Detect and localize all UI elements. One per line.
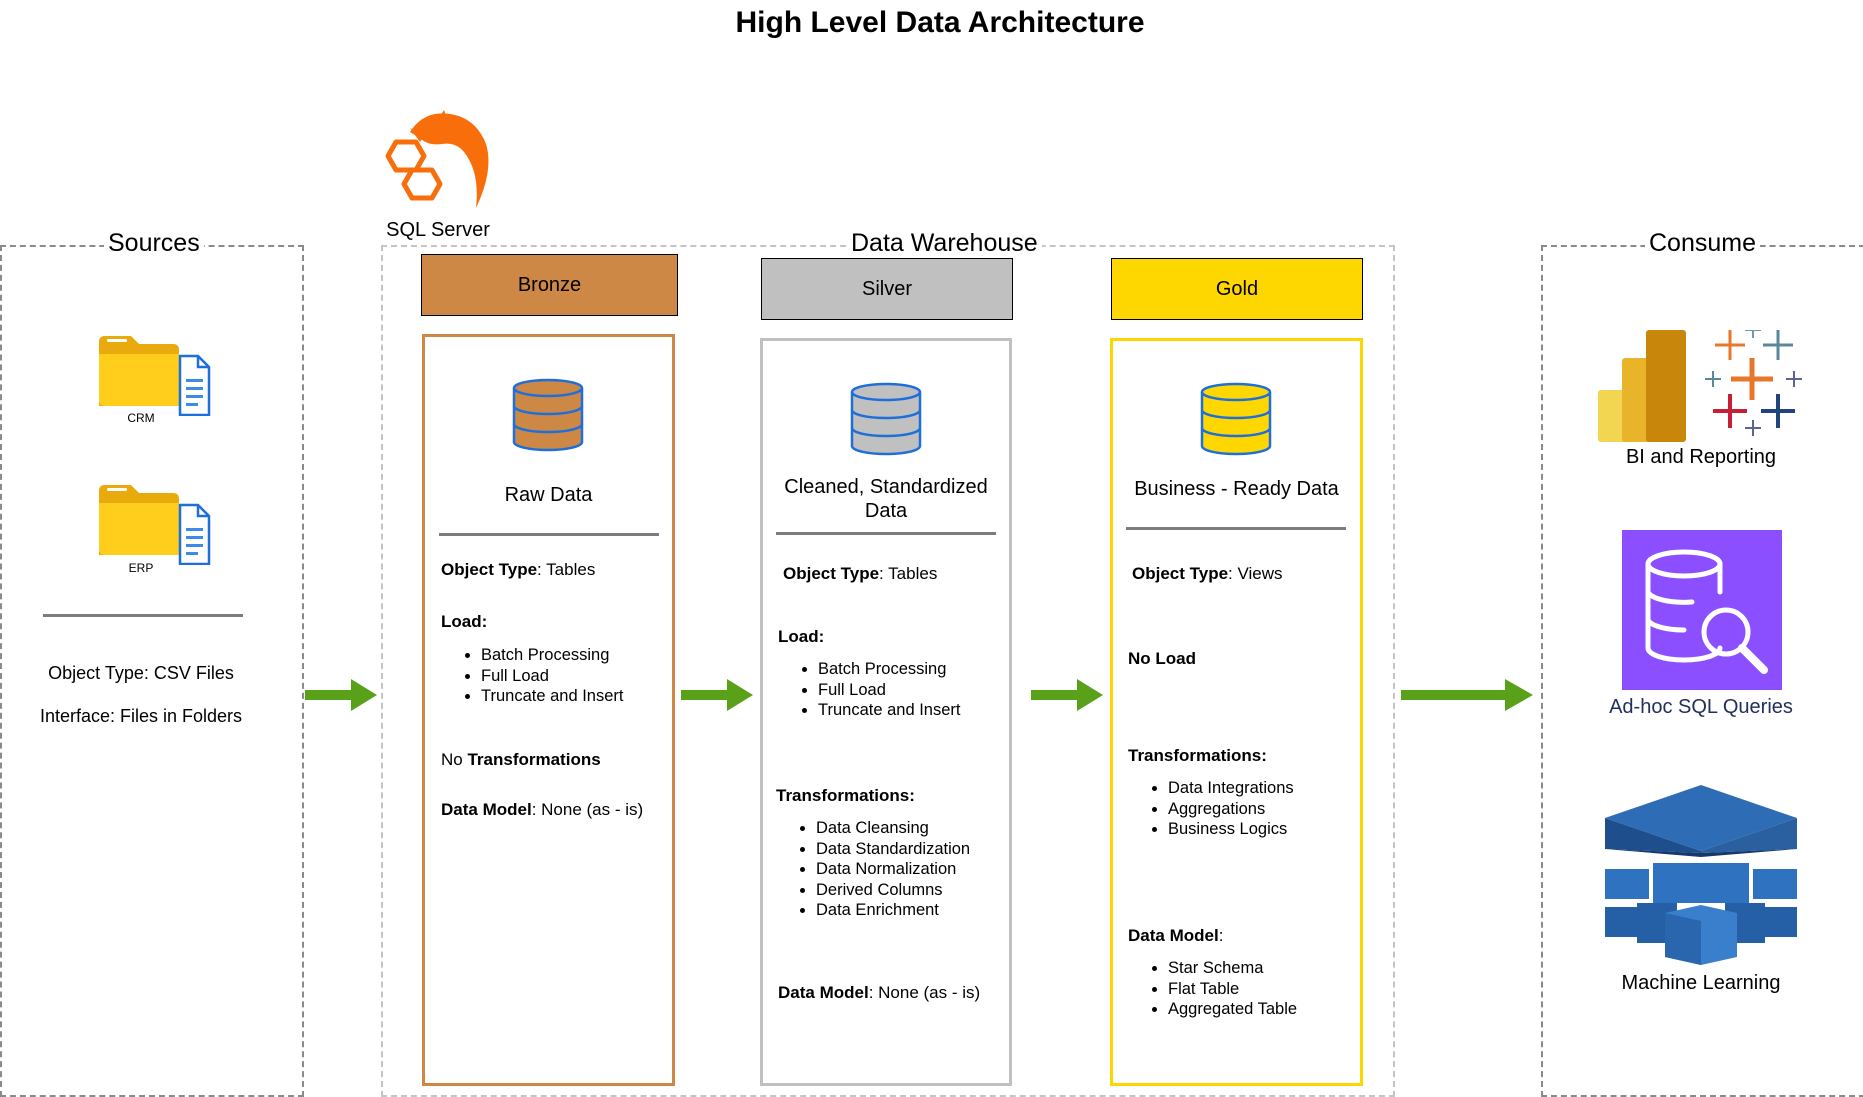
consume-label: Consume (1645, 229, 1760, 258)
sources-interface: Interface: Files in Folders (39, 706, 243, 726)
sql-server-label: SQL Server (386, 219, 490, 241)
bronze-layer-header: Bronze (421, 254, 678, 316)
database-icon (850, 382, 922, 456)
silver-description: Cleaned, Standardized Data (784, 476, 988, 522)
list-item: Business Logics (1168, 819, 1294, 840)
bronze-load-label: Load: (441, 612, 488, 631)
gold-object-type: Object Type: Views (1132, 564, 1283, 583)
sources-label: Sources (104, 229, 204, 258)
list-item: Aggregations (1168, 799, 1294, 820)
list-item: Data Cleansing (816, 818, 970, 839)
diagram-title: High Level Data Architecture (735, 6, 1145, 39)
folder-document-icon (99, 485, 211, 565)
source-erp-label: ERP (128, 561, 154, 575)
silver-data-model: Data Model: None (as - is) (778, 983, 981, 1002)
gold-layer-header: Gold (1111, 258, 1363, 320)
list-item: Star Schema (1168, 958, 1297, 979)
silver-object-type: Object Type: Tables (783, 564, 938, 583)
arrow-right-icon (1031, 679, 1103, 711)
list-item: Full Load (481, 666, 623, 687)
list-item: Full Load (818, 680, 960, 701)
bi-reporting-label: BI and Reporting (1625, 446, 1777, 468)
bronze-layer-panel (422, 334, 675, 1086)
bronze-divider (439, 533, 659, 536)
folder-document-icon (99, 336, 211, 416)
bronze-transformations: No Transformations (441, 750, 601, 769)
silver-divider (776, 532, 996, 535)
list-item: Data Enrichment (816, 900, 970, 921)
gold-load-label: No Load (1128, 649, 1196, 668)
list-item: Data Standardization (816, 839, 970, 860)
gold-layer-panel (1110, 338, 1363, 1086)
gold-transformations-list: Data Integrations Aggregations Business … (1128, 778, 1294, 840)
list-item: Truncate and Insert (818, 700, 960, 721)
gold-transformations-label: Transformations: (1128, 746, 1267, 765)
bronze-object-type: Object Type: Tables (441, 560, 596, 579)
list-item: Batch Processing (818, 659, 960, 680)
list-item: Flat Table (1168, 979, 1297, 1000)
sql-server-dolphin-icon (385, 110, 489, 208)
silver-transformations-label: Transformations: (776, 786, 915, 805)
machine-learning-label: Machine Learning (1621, 972, 1781, 994)
silver-transformations-list: Data Cleansing Data Standardization Data… (776, 818, 970, 921)
arrow-right-icon (681, 679, 753, 711)
bronze-load-list: Batch Processing Full Load Truncate and … (441, 645, 623, 707)
list-item: Batch Processing (481, 645, 623, 666)
gold-data-model-list: Star Schema Flat Table Aggregated Table (1128, 958, 1297, 1020)
sources-divider (43, 614, 243, 617)
database-icon (1200, 382, 1272, 456)
gold-description: Business - Ready Data (1134, 478, 1339, 500)
bronze-description: Raw Data (504, 484, 593, 506)
list-item: Derived Columns (816, 880, 970, 901)
bronze-data-model: Data Model: None (as - is) (441, 800, 644, 819)
source-crm-label: CRM (127, 411, 155, 425)
list-item: Data Normalization (816, 859, 970, 880)
bi-reporting-icon (1598, 330, 1802, 442)
list-item: Truncate and Insert (481, 686, 623, 707)
machine-learning-icon (1605, 785, 1797, 965)
gold-divider (1126, 527, 1346, 530)
database-icon (512, 378, 584, 452)
silver-layer-panel (760, 338, 1012, 1086)
sql-query-icon (1622, 530, 1782, 690)
gold-data-model: Data Model: (1128, 926, 1224, 945)
arrow-right-icon (1401, 679, 1533, 711)
arrow-right-icon (305, 679, 377, 711)
silver-load-label: Load: (778, 627, 825, 646)
data-warehouse-label: Data Warehouse (847, 229, 1042, 258)
list-item: Data Integrations (1168, 778, 1294, 799)
silver-layer-header: Silver (761, 258, 1013, 320)
sources-object-type: Object Type: CSV Files (48, 663, 234, 683)
silver-load-list: Batch Processing Full Load Truncate and … (778, 659, 960, 721)
ad-hoc-sql-label: Ad-hoc SQL Queries (1609, 696, 1793, 718)
list-item: Aggregated Table (1168, 999, 1297, 1020)
